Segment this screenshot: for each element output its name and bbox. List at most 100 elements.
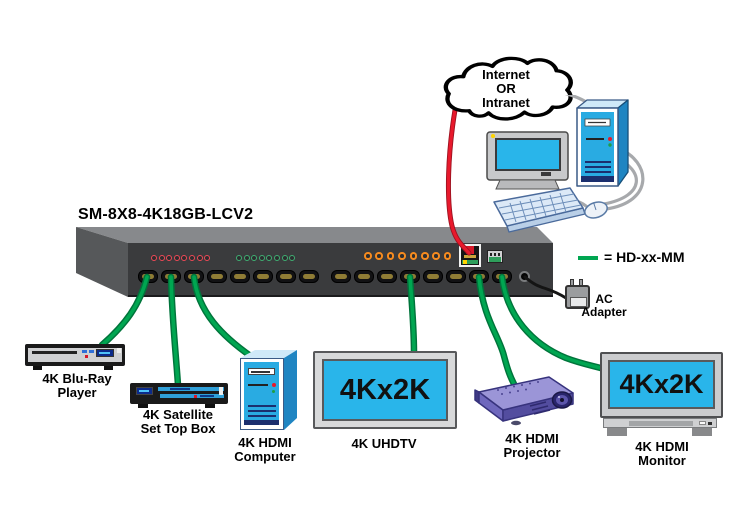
terminal-pin (494, 253, 496, 256)
rj45-pins (464, 255, 476, 258)
crt-monitor (486, 131, 569, 190)
hdmi-port (423, 270, 443, 283)
hdmi-port (331, 270, 351, 283)
input-led-green (289, 255, 296, 261)
legend-label: = HD-xx-MM (604, 249, 685, 265)
hdd-led (608, 143, 612, 147)
hdmi-port (469, 270, 489, 283)
power-led (272, 383, 276, 387)
tower-top (240, 350, 297, 358)
hdmi-port (492, 270, 512, 283)
uhdtv-screen-text: 4Kx2K (339, 373, 431, 406)
monitor-speaker-strip (629, 421, 693, 426)
blu-ray-label: 4K Blu-Ray Player (42, 371, 112, 400)
hdmi-slot (188, 274, 200, 279)
crt-screen (495, 138, 561, 171)
monitor-foot (692, 428, 712, 436)
vent (248, 415, 276, 417)
input-led-red (158, 255, 165, 261)
output-led-orange (375, 252, 383, 260)
hdmi-port (446, 270, 466, 283)
cloud-shape (443, 56, 573, 121)
output-led-orange (386, 252, 395, 260)
blu-ray-led (85, 355, 88, 358)
switch-top-face (76, 227, 553, 243)
terminal-pin (490, 253, 492, 256)
stb-bar (160, 394, 224, 398)
stb-bar (158, 387, 224, 391)
input-led-strip-red (151, 255, 211, 261)
hdmi-port (354, 270, 374, 283)
hdmi-port (230, 270, 250, 283)
input-led-green (258, 255, 265, 261)
legend-cable-swatch (578, 256, 598, 260)
monitor-foot (607, 428, 627, 436)
source-computer-label: 4K HDMI Computer (234, 435, 296, 464)
input-led-green (273, 255, 280, 261)
stb-bar-mark (170, 388, 190, 390)
hdmi-slot (142, 274, 154, 279)
blu-ray-display (96, 349, 114, 357)
blu-ray-eject (117, 348, 121, 353)
stb-bar-mark (200, 395, 214, 397)
uhdtv-label: 4K UHDTV (351, 436, 417, 451)
monitor-button (708, 422, 712, 425)
device-foot (33, 366, 42, 370)
hdmi-slot (381, 274, 393, 279)
input-led-red (151, 255, 157, 261)
hdmi-slot (257, 274, 269, 279)
device-foot (205, 404, 215, 408)
input-led-red (181, 255, 188, 261)
input-led-red (196, 255, 203, 261)
output-led-orange (443, 252, 452, 260)
device-foot (138, 404, 148, 408)
projector (474, 376, 574, 426)
input-led-red (204, 255, 211, 261)
projector-vents (529, 401, 551, 415)
internet-cloud (443, 56, 573, 121)
output-led-strip-orange (364, 252, 452, 260)
monitor-label: 4K HDMI Monitor (635, 439, 689, 468)
hdmi-slot (473, 274, 485, 279)
monitor-base (603, 418, 717, 428)
uhdtv-screen (322, 359, 448, 421)
device-foot (104, 366, 113, 370)
set-top-box-label: 4K Satellite Set Top Box (140, 407, 216, 436)
input-led-green (251, 255, 258, 261)
hdmi-port (207, 270, 227, 283)
tower-case (576, 99, 629, 187)
bay-line (251, 371, 270, 373)
hdmi-output-ports (331, 270, 512, 283)
input-led-red (188, 255, 195, 261)
hdmi-slot (280, 274, 292, 279)
display-digits (139, 390, 149, 392)
crt-power-light (491, 134, 495, 138)
output-led-orange (432, 252, 440, 260)
keyboard (493, 187, 586, 233)
input-led-strip-green (236, 255, 296, 261)
hdmi-slot (165, 274, 177, 279)
power-led (608, 137, 612, 141)
blu-ray-buttons (82, 350, 87, 353)
crt-base (495, 179, 560, 190)
stb-button (219, 387, 223, 395)
hdmi-port (138, 270, 158, 283)
dc-power-jack (519, 271, 530, 282)
hdd-led (272, 390, 275, 393)
bay-line (248, 384, 268, 386)
monitor-screen (608, 360, 715, 409)
hdmi-port (253, 270, 273, 283)
hdmi-input-ports (138, 270, 319, 283)
hdmi-port (299, 270, 319, 283)
blu-ray-buttons (89, 350, 94, 353)
monitor-button (699, 421, 706, 425)
hdmi-slot (234, 274, 246, 279)
tower-base-band (244, 420, 279, 425)
terminal-pin (498, 253, 500, 256)
vent (248, 410, 276, 412)
projector-label: 4K HDMI Projector (503, 431, 561, 460)
monitor-screen-text: 4Kx2K (619, 369, 704, 399)
rs232-terminal-block (487, 250, 503, 263)
network-computer (486, 95, 645, 233)
